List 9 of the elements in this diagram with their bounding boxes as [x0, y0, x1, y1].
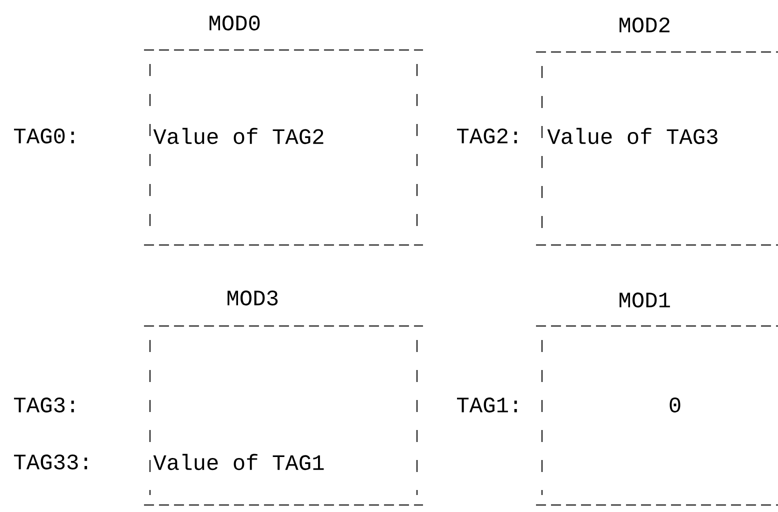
module-box: MOD0 Value of TAG2: [144, 16, 424, 246]
tag-label: TAG33:: [14, 454, 88, 470]
module-box: MOD3 Value of TAG1: [144, 290, 424, 506]
module-box: MOD2 Value of TAG3: [536, 18, 778, 246]
tag-label: TAG2:: [457, 128, 517, 144]
module-box: MOD1 0: [536, 292, 778, 506]
tag-label: TAG3:: [14, 398, 74, 412]
tag-label: TAG1:: [457, 398, 517, 412]
tag-label: TAG0:: [14, 128, 74, 144]
